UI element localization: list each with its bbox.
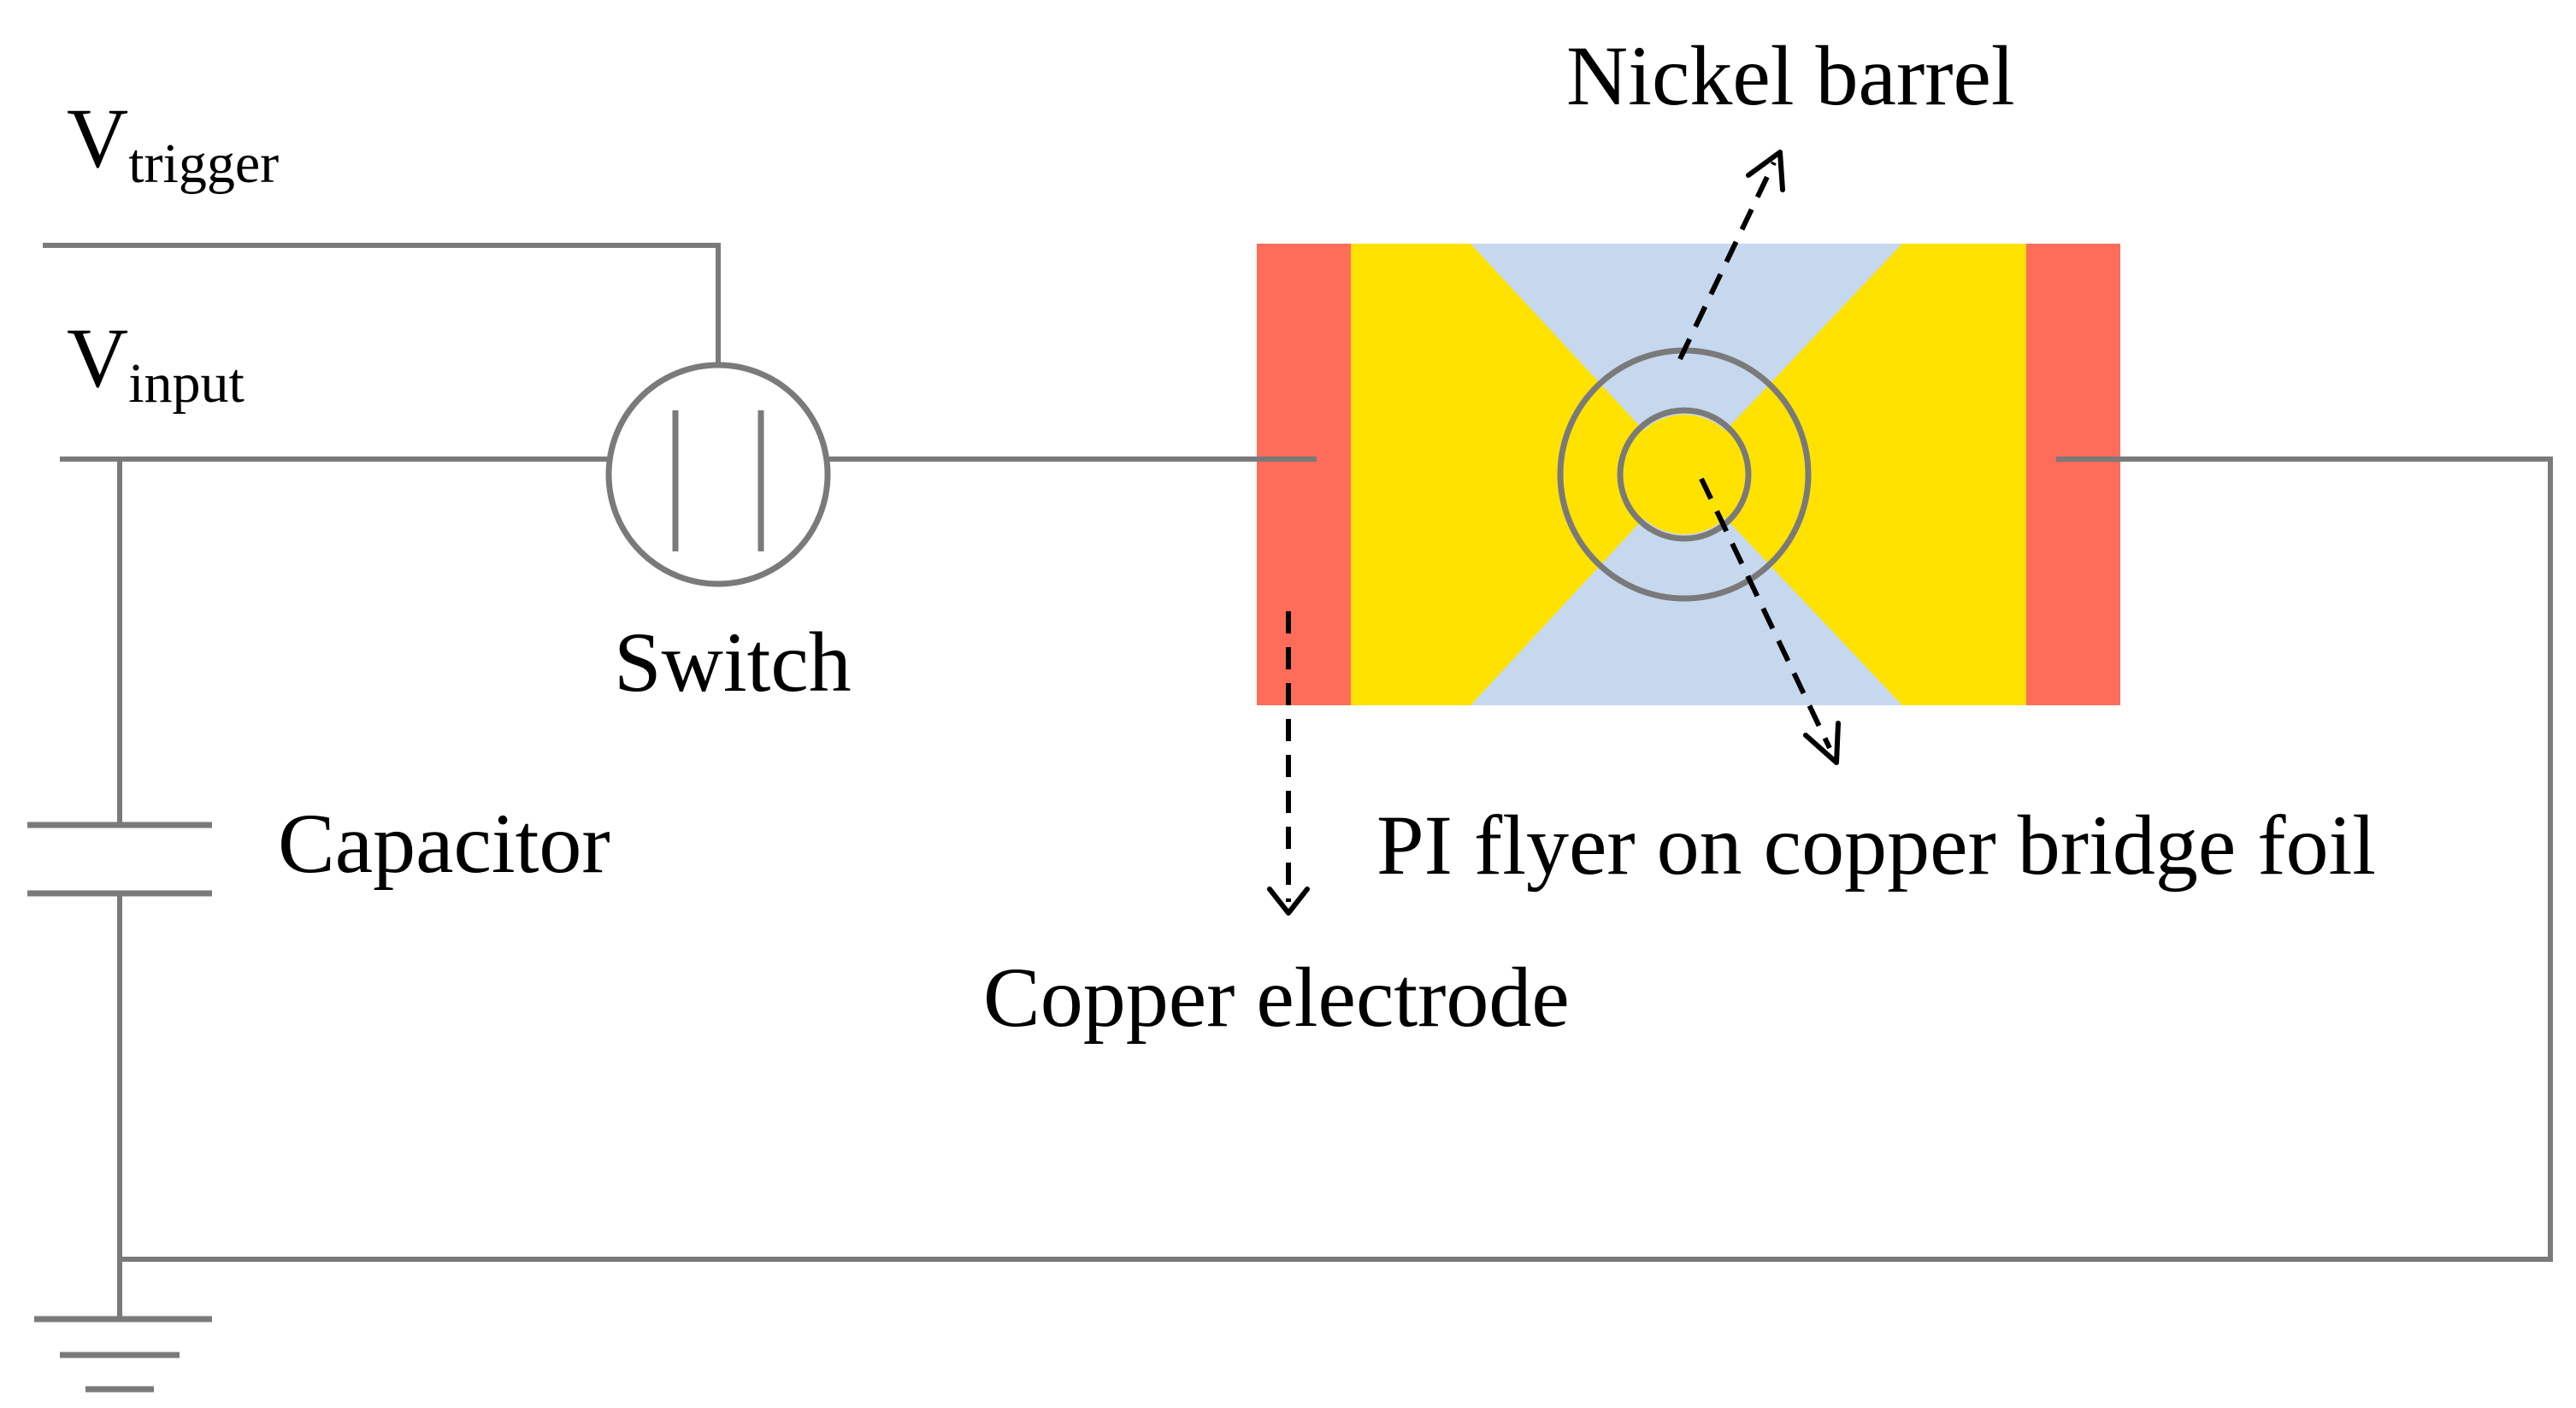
capacitor-symbol [27, 822, 212, 897]
arrow-copper-electrode [1267, 611, 1310, 916]
v-trigger-label: Vtrigger [67, 91, 279, 195]
bridge-foil-center [1624, 415, 1744, 534]
circuit-wires [60, 457, 2553, 1319]
nickel-barrel-inner [1617, 407, 1752, 542]
arrow-pi-flyer [1699, 477, 1841, 765]
pi-flyer-label: PI flyer on copper bridge foil [1376, 798, 2376, 893]
nickel-barrel-label: Nickel barrel [1566, 28, 2015, 123]
trigger-line [43, 243, 721, 363]
capacitor-label: Capacitor [278, 796, 610, 891]
switch-label: Switch [614, 615, 852, 710]
flyer-device [1257, 244, 2120, 705]
copper-electrode-right [2026, 244, 2120, 705]
v-input-label: Vinput [67, 310, 245, 415]
bridge-foil-right [1684, 244, 2035, 705]
switch-symbol [605, 362, 831, 587]
copper-electrode-label: Copper electrode [983, 950, 1570, 1045]
bridge-foil-left [1347, 244, 1684, 705]
copper-electrode-left [1257, 244, 1351, 705]
ground-symbol [34, 1316, 212, 1393]
arrow-nickel-barrel [1677, 150, 1785, 361]
